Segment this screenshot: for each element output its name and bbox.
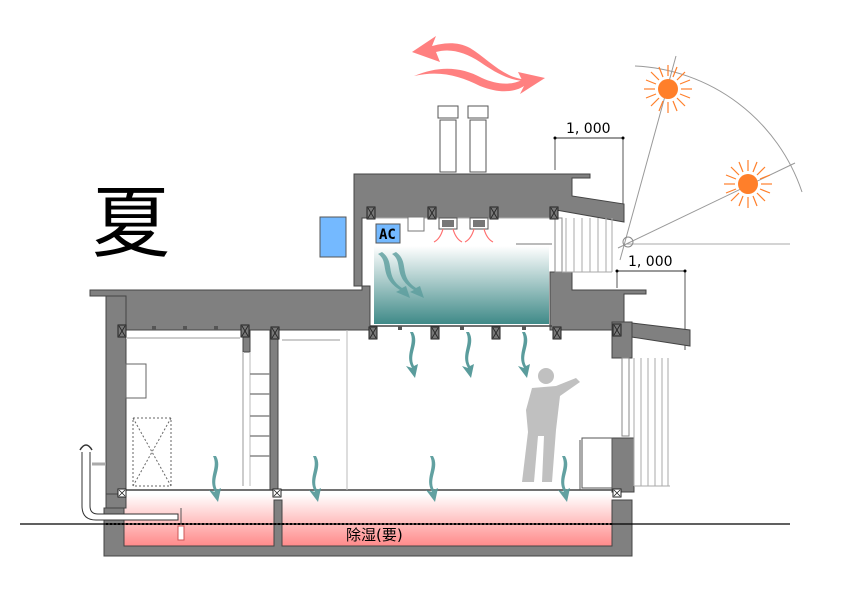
eave-dimension-lower-label: 1, 000 xyxy=(628,254,673,270)
roof-vent-right xyxy=(467,105,489,173)
sun-path xyxy=(617,55,803,261)
building-structure xyxy=(89,173,691,557)
eave-dimension-upper-label: 1, 000 xyxy=(566,121,611,137)
ac-unit: AC xyxy=(375,223,401,244)
summer-sun-high-icon xyxy=(643,64,693,114)
season-label: 夏 xyxy=(92,179,170,269)
lower-window-louver xyxy=(621,357,670,487)
ladder xyxy=(242,329,270,486)
person-silhouette xyxy=(522,368,580,482)
ceiling-vent-right xyxy=(464,217,494,243)
wind-arrow-right xyxy=(414,68,545,94)
joists xyxy=(152,326,526,330)
cool-air-arrows-upper xyxy=(378,252,424,298)
crawlspace-label: 除湿(要) xyxy=(346,526,403,544)
crawlspace-right xyxy=(282,494,612,546)
wall-shelf xyxy=(125,363,147,399)
cool-air-arrows-down xyxy=(406,332,530,378)
ac-label: AC xyxy=(379,227,396,243)
storage-box xyxy=(132,417,172,487)
ac-indoor-box xyxy=(407,216,425,232)
eave-dimension-lower: 1, 000 xyxy=(615,254,687,350)
wind-arrow-left xyxy=(412,36,538,81)
upper-cool-air-zone xyxy=(374,246,549,324)
roof-vent-left xyxy=(437,105,459,173)
eave-dimension-upper: 1, 000 xyxy=(553,121,625,220)
cabinet xyxy=(581,437,613,489)
ceiling-vent-left xyxy=(433,217,463,243)
sun-low-icon xyxy=(723,159,773,209)
window-shade xyxy=(319,216,347,258)
upper-window-louver xyxy=(554,217,613,273)
drain-pipe xyxy=(79,444,185,541)
